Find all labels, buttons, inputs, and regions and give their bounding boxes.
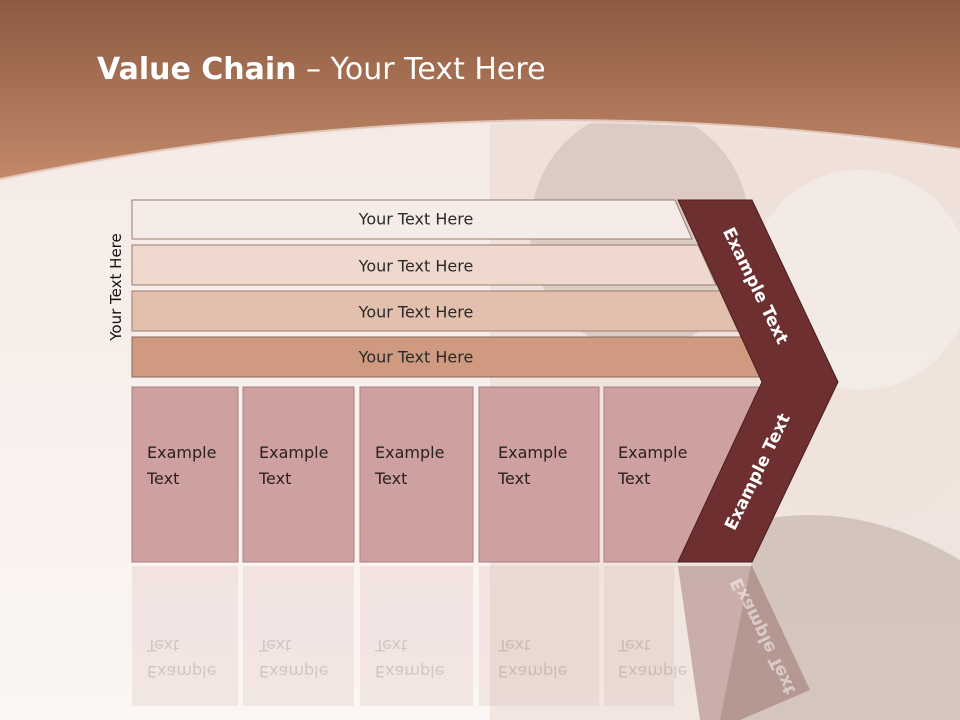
cell-reflection-2: Example Text [259, 636, 329, 681]
row-label-1: Your Text Here [358, 209, 474, 229]
cell-box-1 [131, 386, 239, 563]
cell-text-2: Example Text [259, 443, 329, 488]
cell-text-3: Example Text [375, 443, 445, 488]
row-label-3: Your Text Here [358, 302, 474, 322]
row-bar-1 [131, 199, 693, 240]
cell-text-5: Example Text [618, 443, 688, 488]
row-label-4: Your Text Here [358, 347, 474, 367]
cell-reflection-3: Example Text [375, 636, 445, 681]
cell-box-2 [242, 386, 355, 563]
cell-reflection-5: Example Text [618, 636, 688, 681]
page-title: Value Chain – Your Text Here [97, 52, 546, 87]
row-label-2: Your Text Here [358, 256, 474, 276]
chevron-arrow [677, 199, 839, 563]
cell-box-3 [359, 386, 474, 563]
row-bar-2 [131, 244, 717, 286]
cell-box-4 [478, 386, 600, 563]
title-rest: – Your Text Here [296, 52, 546, 87]
diagram-reflection [132, 566, 674, 706]
cell-text-4: Example Text [498, 443, 568, 488]
title-bold: Value Chain [97, 52, 297, 87]
cell-reflection-1: Example Text [147, 636, 217, 681]
cell-text-1: Example Text [147, 443, 217, 488]
cell-reflection-4: Example Text [498, 636, 568, 681]
